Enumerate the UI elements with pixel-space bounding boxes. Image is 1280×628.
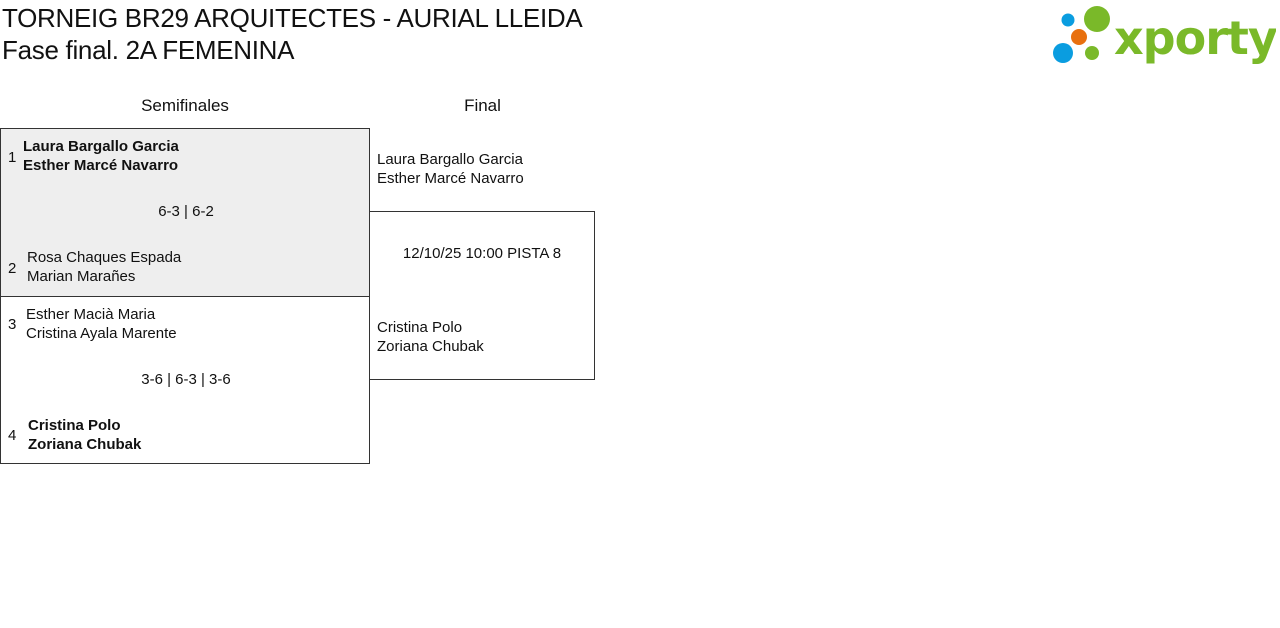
final-match[interactable]: 12/10/25 10:00 PISTA 8 Cristina Polo Zor… [369,211,595,380]
team-4: Cristina Polo Zoriana Chubak [28,416,141,454]
player-name: Laura Bargallo Garcia [23,138,179,155]
match-schedule: 12/10/25 10:00 PISTA 8 [402,245,562,262]
player-name: Rosa Chaques Espada [27,249,182,266]
svg-text:xporty: xporty [1114,11,1276,65]
player-name: Cristina Polo [377,319,463,336]
player-name: Zoriana Chubak [377,338,484,355]
semifinal-match-2[interactable]: 3 Esther Macià Maria Cristina Ayala Mare… [0,296,370,464]
round-header-semifinales: Semifinales [141,96,229,115]
player-name: Marian Marañes [27,268,136,285]
player-name: Laura Bargallo Garcia [377,151,523,168]
player-name: Cristina Ayala Marente [26,325,177,342]
player-name: Esther Marcé Navarro [377,170,524,187]
seed-number: 1 [8,149,17,166]
xporty-logo: xporty [1050,4,1279,66]
team-3: Esther Macià Maria Cristina Ayala Marent… [26,305,177,343]
semifinal-match-1[interactable]: 1 Laura Bargallo Garcia Esther Marcé Nav… [0,128,370,297]
player-name: Esther Marcé Navarro [23,157,179,174]
player-name: Zoriana Chubak [28,436,142,453]
page-subtitle: Fase final. 2A FEMENINA [2,35,295,65]
match-score: 6-3 | 6-2 [158,203,214,220]
match-score: 3-6 | 6-3 | 3-6 [141,371,231,388]
team-2: Rosa Chaques Espada Marian Marañes [27,248,181,286]
seed-number: 4 [8,427,17,444]
page-title: TORNEIG BR29 ARQUITECTES - AURIAL LLEIDA [2,3,583,33]
seed-number: 2 [8,260,17,277]
seed-number: 3 [8,316,17,333]
round-header-final: Final [464,96,501,115]
player-name: Cristina Polo [28,417,121,434]
final-team-2: Cristina Polo Zoriana Chubak [377,318,484,356]
player-name: Esther Macià Maria [26,306,156,323]
final-team-1: Laura Bargallo Garcia Esther Marcé Navar… [377,150,524,188]
team-1: Laura Bargallo Garcia Esther Marcé Navar… [23,137,179,175]
